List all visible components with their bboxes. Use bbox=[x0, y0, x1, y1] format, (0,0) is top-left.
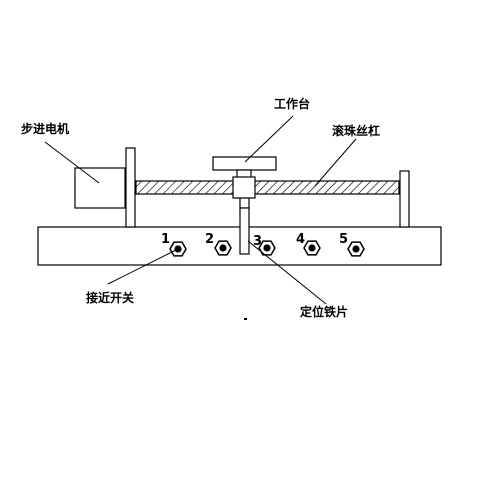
switch-sensor-face bbox=[352, 245, 360, 253]
stray-mark bbox=[244, 318, 247, 320]
positioning-plate bbox=[239, 207, 250, 255]
switch-number-2: 2 bbox=[205, 232, 214, 247]
proximity-switches bbox=[169, 240, 365, 257]
switch-sensor-face bbox=[219, 244, 227, 252]
screw-nut bbox=[232, 176, 256, 199]
leader-proximity-switch bbox=[107, 248, 179, 285]
motor-mount-plate bbox=[125, 147, 136, 228]
stepper-motor-body bbox=[74, 167, 126, 209]
switch-sensor-face bbox=[263, 244, 271, 252]
worktable-top bbox=[212, 156, 277, 171]
label-positioning-plate: 定位铁片 bbox=[300, 304, 348, 319]
leader-positioning-plate bbox=[247, 240, 327, 305]
positioning-plate-top bbox=[239, 197, 250, 209]
proximity-switch-4 bbox=[303, 240, 321, 256]
label-proximity-switch: 接近开关 bbox=[86, 290, 134, 305]
leader-worktable bbox=[244, 115, 294, 163]
switch-number-5: 5 bbox=[339, 232, 348, 247]
proximity-switch-3 bbox=[258, 240, 276, 256]
ball-screw bbox=[135, 180, 400, 195]
proximity-switch-2 bbox=[214, 240, 232, 256]
label-worktable: 工作台 bbox=[274, 96, 310, 111]
switch-number-1: 1 bbox=[161, 232, 170, 247]
label-stepper-motor: 步进电机 bbox=[21, 121, 69, 136]
screw-end-support bbox=[399, 170, 410, 228]
switch-number-3: 3 bbox=[253, 234, 262, 249]
switch-sensor-face bbox=[308, 244, 316, 252]
proximity-switch-5 bbox=[347, 241, 365, 257]
leader-ball-screw bbox=[314, 138, 357, 187]
label-ball-screw: 滚珠丝杠 bbox=[332, 123, 380, 138]
switch-number-4: 4 bbox=[296, 232, 305, 247]
leader-stepper-motor bbox=[44, 141, 100, 184]
